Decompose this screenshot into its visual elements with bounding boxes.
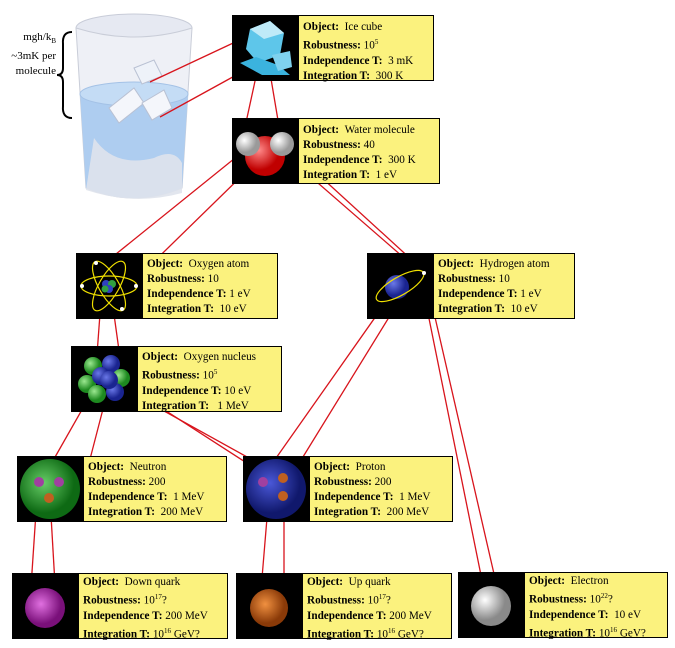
- down-quark-icon: [25, 588, 65, 628]
- ice-cube-thumbnail: [232, 15, 298, 81]
- up-quark-thumbnail: [236, 573, 302, 639]
- down-quark-thumbnail: [12, 573, 78, 639]
- card-neutron: Object: Neutron Robustness: 200 Independ…: [83, 456, 227, 522]
- oxygen-atom-thumbnail: [76, 253, 142, 319]
- card-oxygen-atom: Object: Oxygen atom Robustness: 10 Indep…: [142, 253, 278, 319]
- water-molecule-icon: [236, 132, 294, 176]
- hydrogen-atom-thumbnail: [367, 253, 433, 319]
- electron-icon: [471, 586, 511, 626]
- brace-icon: [56, 31, 73, 119]
- neutron-thumbnail: [17, 456, 83, 522]
- card-oxygen-nucleus: Object: Oxygen nucleus Robustness: 105 I…: [137, 346, 282, 412]
- neutron-icon: [20, 459, 80, 519]
- proton-thumbnail: [243, 456, 309, 522]
- ice-cube-icon: [240, 21, 292, 75]
- card-hydrogen-atom: Object: Hydrogen atom Robustness: 10 Ind…: [433, 253, 575, 319]
- up-quark-icon: [250, 589, 288, 627]
- card-proton: Object: Proton Robustness: 200 Independe…: [309, 456, 453, 522]
- proton-icon: [246, 459, 306, 519]
- energy-per-molecule-note: mgh/kB ~3mK per molecule: [11, 31, 56, 78]
- glass-of-ice-water-illustration: [75, 13, 193, 199]
- card-up-quark: Object: Up quark Robustness: 1017? Indep…: [302, 573, 452, 640]
- card-ice-cube: Object: Ice cube Robustness: 105 Indepen…: [298, 15, 434, 82]
- oxygen-nucleus-thumbnail: [71, 346, 137, 412]
- card-water-molecule: Object: Water molecule Robustness: 40 In…: [298, 118, 440, 184]
- hydrogen-atom-icon: [375, 269, 426, 303]
- card-electron: Object: Electron Robustness: 1022? Indep…: [524, 572, 668, 639]
- oxygen-nucleus-icon: [78, 355, 130, 403]
- oxygen-atom-icon: [80, 260, 138, 312]
- card-down-quark: Object: Down quark Robustness: 1017? Ind…: [78, 573, 228, 640]
- water-molecule-thumbnail: [232, 118, 298, 184]
- electron-thumbnail: [458, 572, 524, 638]
